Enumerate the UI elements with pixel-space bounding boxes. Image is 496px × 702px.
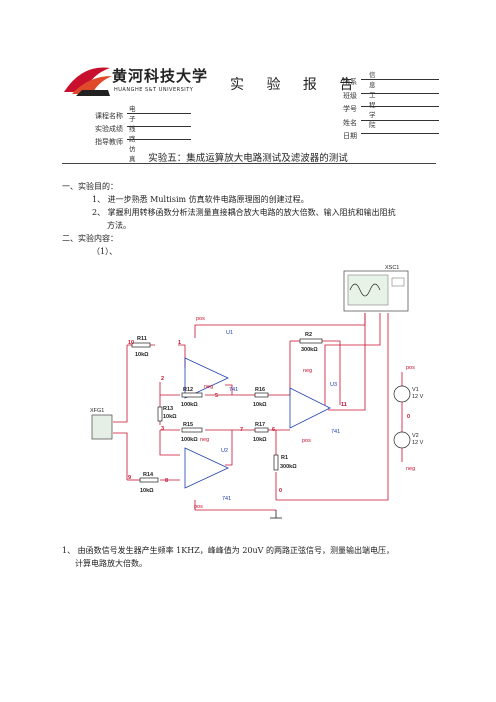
name-label: 姓名 <box>343 118 357 127</box>
department-label: 院系 <box>343 78 357 86</box>
r1-value: 300kΩ <box>280 464 297 470</box>
r11-label: R11 <box>137 336 147 342</box>
header-divider <box>62 163 436 164</box>
department-value[interactable]: 信息工程学院 <box>369 71 376 129</box>
r12-value: 100kΩ <box>181 402 198 408</box>
r11-value: 10kΩ <box>135 352 149 358</box>
r16-label: R16 <box>255 387 265 393</box>
resistor-r15 <box>181 427 203 433</box>
dc-source-v2: V2 12 V <box>393 431 424 462</box>
content-heading: 二、实验内容： <box>62 234 118 243</box>
node-0-right: 0 <box>407 414 410 420</box>
date-label: 日期 <box>343 132 357 140</box>
net-pos-top: pos <box>196 316 205 322</box>
r14-label: R14 <box>143 472 154 478</box>
r15-value: 100kΩ <box>181 437 198 443</box>
purpose-heading: 一、实验目的： <box>62 182 118 191</box>
class-label: 班级 <box>343 91 357 100</box>
net-neg-right: neg <box>406 466 415 472</box>
opamp-u3 <box>289 387 331 429</box>
net-neg-u3: neg <box>303 368 312 374</box>
u3-label: U3 <box>330 382 337 388</box>
university-logo <box>62 62 212 98</box>
function-generator-xfg1[interactable]: XFG1 <box>90 408 113 440</box>
instructor-label: 指导教师 <box>95 138 123 146</box>
opamp-u1 <box>184 357 229 399</box>
u1-model: 741 <box>229 387 238 393</box>
node-0-mid: 0 <box>279 488 282 494</box>
xsc1-label: XSC1 <box>385 265 399 271</box>
node-5: 5 <box>215 393 218 399</box>
content-sub: （1）、 <box>92 247 118 256</box>
student-id-label: 学号 <box>343 105 357 113</box>
report-title: 实 验 报 告 <box>230 77 363 93</box>
xfg1-label: XFG1 <box>90 408 104 414</box>
r2-value: 300kΩ <box>301 347 318 353</box>
opamp-u2 <box>184 447 229 489</box>
v1-label: V1 <box>412 387 419 393</box>
circuit-schematic: XSC1 XFG1 U1 741 U2 741 U3 741 R11 10kΩ … <box>90 265 424 519</box>
purpose-item-1: 1、 进一步熟悉 Multisim 仿真软件电路原理图的创建过程。 <box>92 195 309 204</box>
task-line-1: 1、 由函数信号发生器产生频率 1KHZ，峰峰值为 20uV 的两路正弦信号，测… <box>62 546 394 555</box>
logo-cn-text: 黄河科技大学 <box>112 67 209 85</box>
net-pos-bottom: pos <box>194 504 203 510</box>
r12-label: R12 <box>183 387 193 393</box>
v2-label: V2 <box>412 433 419 439</box>
u2-model: 741 <box>222 496 231 502</box>
dc-source-v1: V1 12 V <box>393 372 424 432</box>
r16-value: 10kΩ <box>253 402 267 408</box>
node-1: 1 <box>178 340 181 346</box>
logo-en-text: HUANGHE S&T UNIVERSITY <box>114 87 194 93</box>
r14-value: 10kΩ <box>140 488 154 494</box>
purpose-item-2: 2、 掌握利用转移函数分析法测量直接耦合放大电路的放大倍数、输入阻抗和输出阻抗 <box>92 208 396 217</box>
r2-label: R2 <box>305 332 312 338</box>
r13-label: R13 <box>163 406 173 412</box>
u3-model: 741 <box>331 429 340 435</box>
r15-label: R15 <box>183 422 193 428</box>
r1-label: R1 <box>281 455 288 461</box>
resistor-r17 <box>254 427 269 433</box>
task-line-2: 计算电路放大倍数。 <box>75 559 147 568</box>
resistor-r11 <box>131 342 151 348</box>
net-pos-u3: pos <box>302 438 311 444</box>
oscilloscope-xsc1[interactable]: XSC1 <box>343 265 409 312</box>
u2-label: U2 <box>221 448 228 454</box>
node-7: 7 <box>240 427 243 433</box>
net-neg-u1: neg <box>204 384 213 390</box>
resistor-r13 <box>157 406 163 422</box>
opamps <box>184 357 331 489</box>
node-3: 3 <box>161 426 164 432</box>
node-11: 11 <box>341 402 347 408</box>
wires <box>113 313 389 511</box>
grade-label: 实验成绩 <box>95 125 123 133</box>
resistor-r2 <box>299 338 323 344</box>
course-name-label: 课程名称 <box>95 112 123 120</box>
net-neg-u2: neg <box>200 437 209 443</box>
node-10: 10 <box>128 340 134 346</box>
resistor-r16 <box>254 392 269 398</box>
v2-value: 12 V <box>412 440 424 446</box>
resistors <box>131 338 323 483</box>
node-6: 6 <box>272 427 275 433</box>
v1-value: 12 V <box>412 394 424 400</box>
node-9: 9 <box>128 475 131 481</box>
net-pos-right: pos <box>406 365 415 371</box>
experiment-title: 实验五：集成运算放大电路测试及滤波器的测试 <box>148 153 348 164</box>
u1-label: U1 <box>226 330 233 336</box>
left-fields: 课程名称 电子线路仿真 实验成绩 指导教师 <box>95 103 191 163</box>
r13-value: 10kΩ <box>163 414 177 420</box>
node-8: 8 <box>165 478 168 484</box>
node-2: 2 <box>161 376 164 382</box>
resistor-r14 <box>139 477 159 483</box>
resistor-r12 <box>181 392 203 398</box>
purpose-item-2-cont: 方法。 <box>107 221 131 230</box>
ground-icon <box>270 510 282 519</box>
right-fields: 院系 信息工程学院 班级 学号 姓名 日期 <box>343 69 439 140</box>
r17-value: 10kΩ <box>253 437 267 443</box>
r17-label: R17 <box>255 422 265 428</box>
resistor-r1 <box>273 454 279 471</box>
